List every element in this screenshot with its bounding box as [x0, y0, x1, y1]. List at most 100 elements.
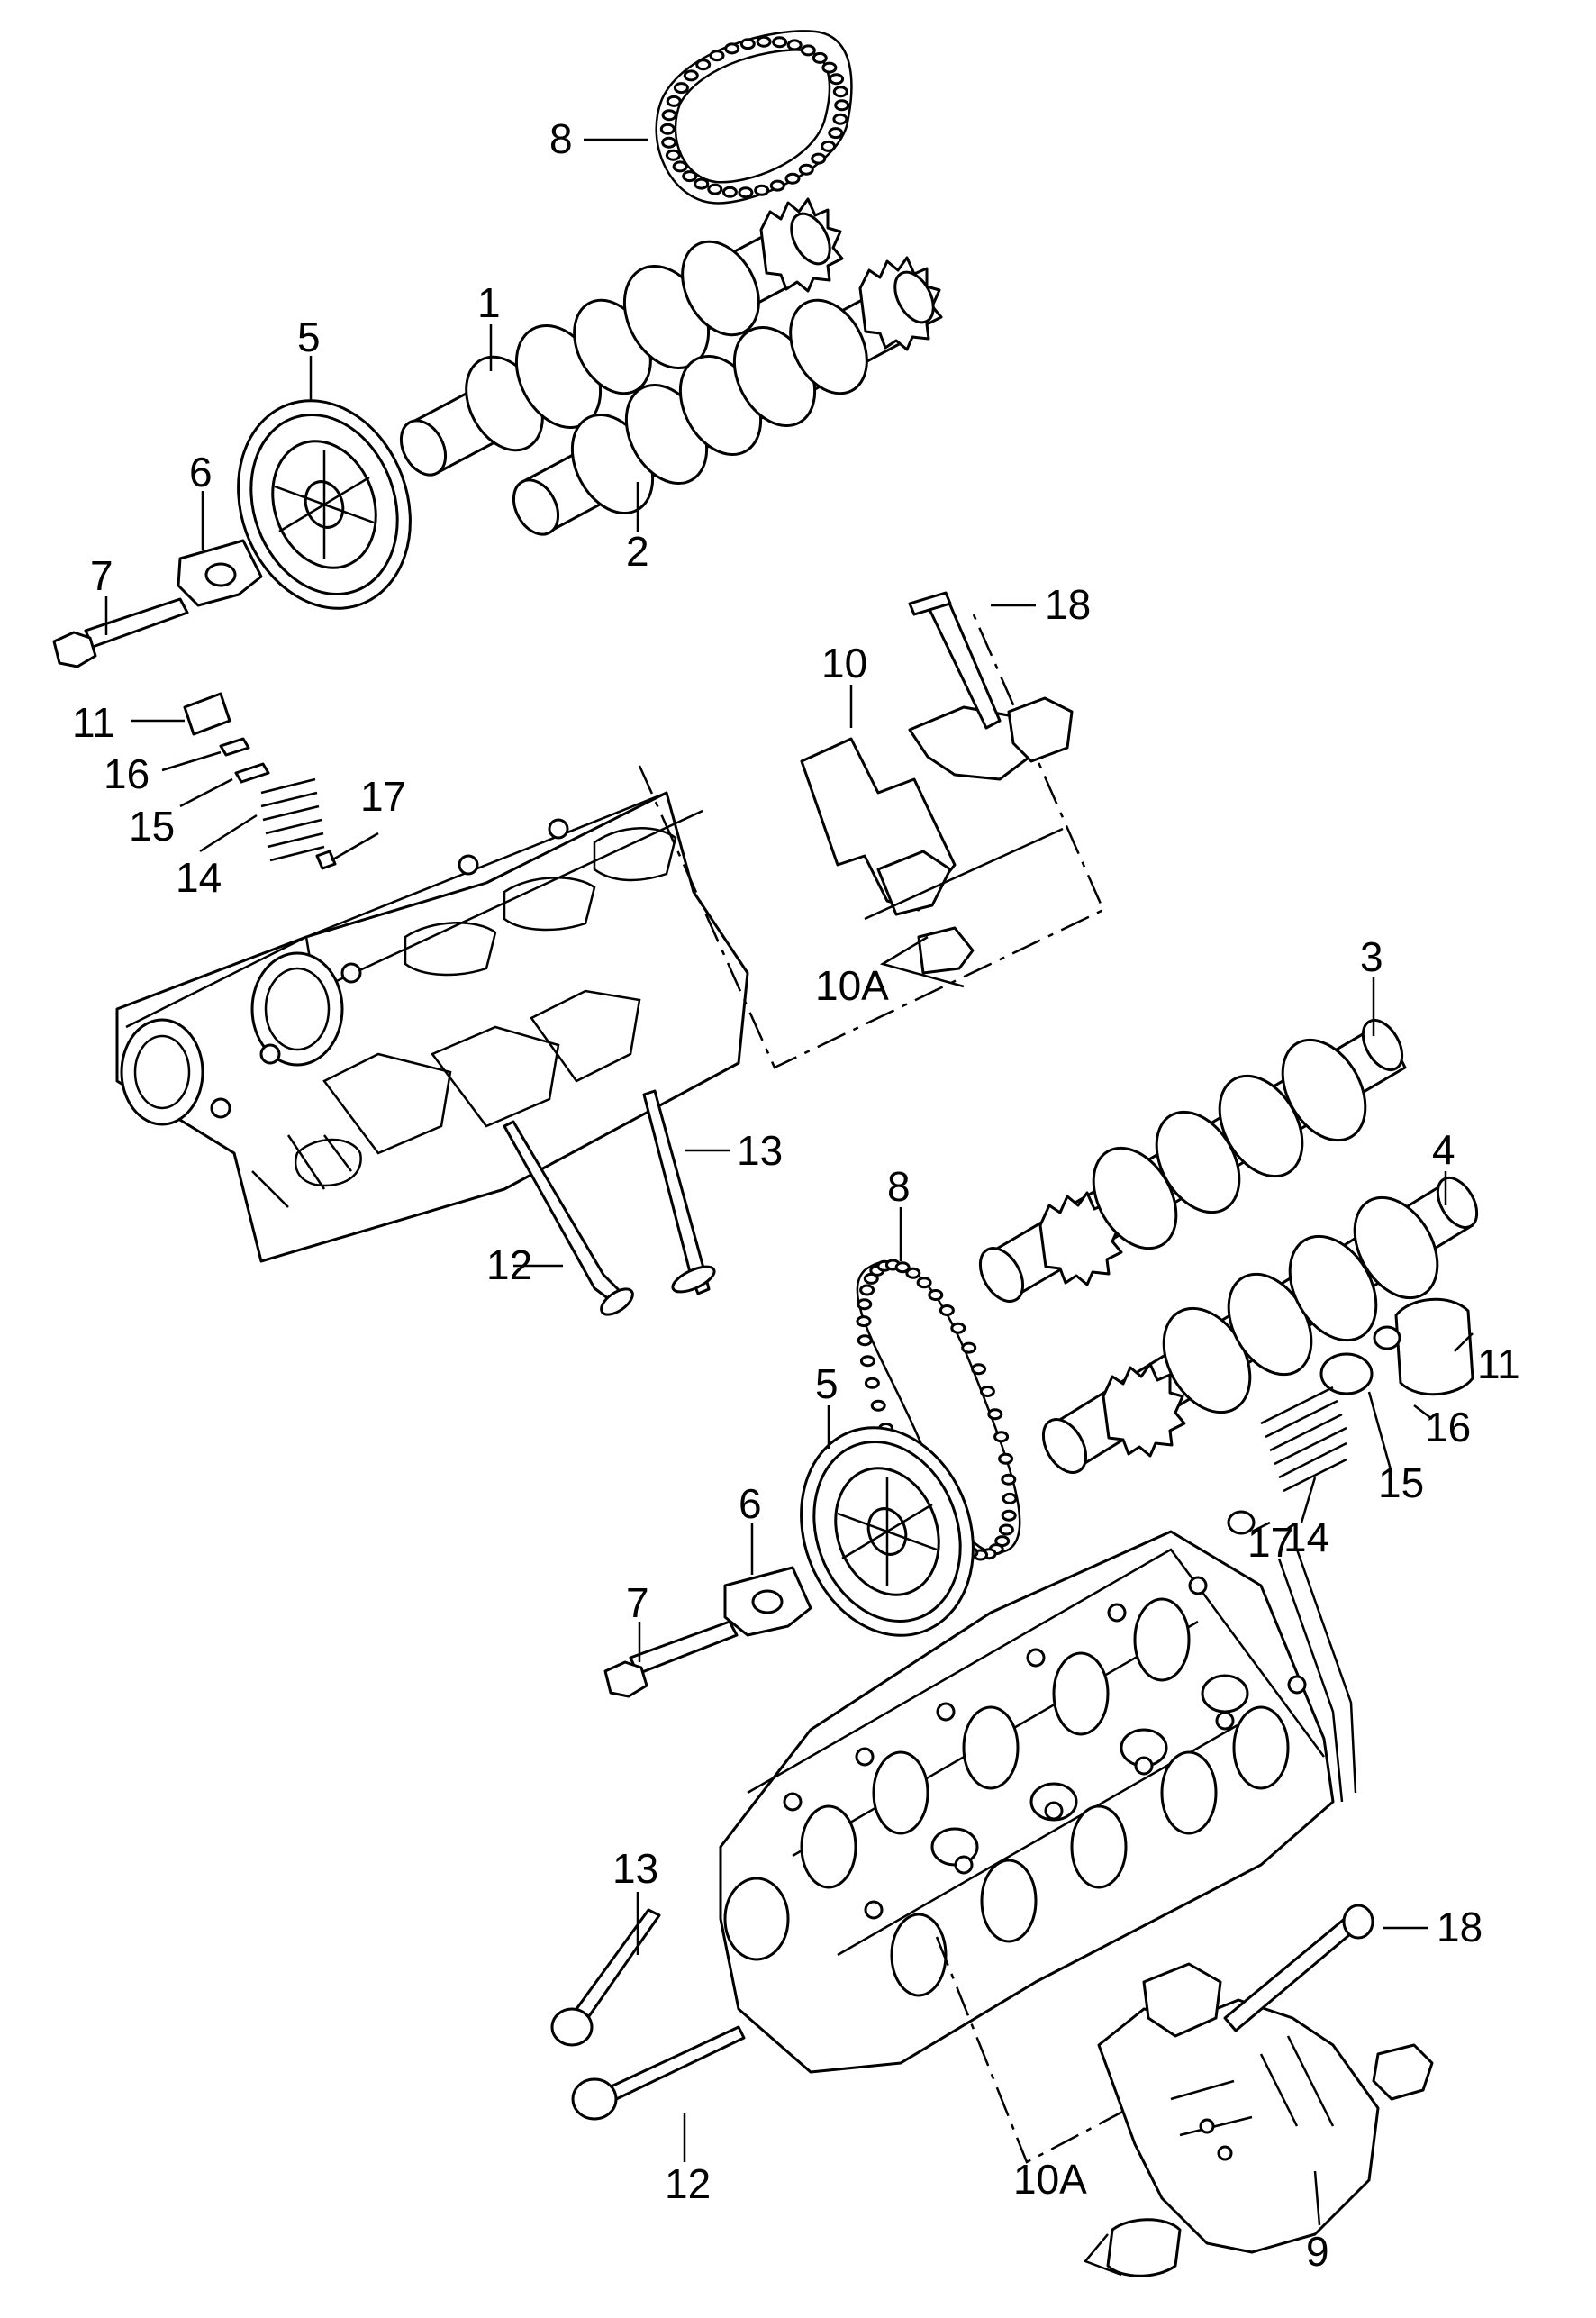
- head-bolt: [936, 1702, 956, 1722]
- chain-link: [709, 50, 725, 62]
- chain-link: [738, 186, 754, 199]
- chain-link: [834, 99, 850, 112]
- chain-link: [665, 149, 681, 161]
- intake-valve-upper: [503, 1120, 634, 1316]
- callout-13-upper: 13: [737, 1127, 783, 1174]
- intake-valve-lower: [571, 2025, 746, 2121]
- camshaft-2: [512, 256, 943, 536]
- callout-13-lower: 13: [612, 1845, 658, 1892]
- chain-link: [695, 59, 712, 71]
- bolt-lower: [603, 1620, 739, 1698]
- chain-link: [987, 1408, 1003, 1421]
- callout-16-upper: 16: [104, 750, 150, 797]
- timing-chain-upper: [655, 30, 853, 205]
- chain-link: [811, 152, 827, 165]
- chain-link: [707, 183, 723, 195]
- chain-link: [673, 82, 689, 95]
- washer-lower: [723, 1566, 812, 1637]
- chain-link: [769, 179, 785, 192]
- callout-18-upper: 18: [1045, 581, 1091, 628]
- head-bolt: [783, 1792, 803, 1812]
- chain-link: [661, 109, 677, 122]
- chain-link: [993, 1431, 1010, 1443]
- chain-link: [812, 51, 828, 64]
- chain-link: [829, 73, 845, 86]
- callout-labels: 1 2 5 6 7 8 18 10 11 16 15 14 17 10A 13 …: [72, 115, 1520, 2275]
- head-bolt: [855, 1747, 875, 1767]
- callout-7-upper: 7: [90, 552, 113, 599]
- washer-upper: [177, 539, 263, 607]
- chain-link: [979, 1386, 995, 1397]
- chain-link: [939, 1304, 955, 1316]
- head-bolt: [1107, 1603, 1127, 1623]
- callout-1: 1: [477, 279, 501, 326]
- head-bolt: [1287, 1675, 1307, 1695]
- chain-link: [1002, 1492, 1018, 1504]
- callout-11-upper: 11: [72, 699, 115, 746]
- callout-16-lower: 16: [1425, 1404, 1471, 1450]
- head-bolt: [954, 1855, 974, 1875]
- callout-6-upper: 6: [189, 449, 213, 495]
- chain-link: [857, 1334, 873, 1347]
- chain-link: [756, 35, 772, 48]
- chain-link: [998, 1452, 1014, 1465]
- callout-12-upper: 12: [486, 1241, 532, 1288]
- chain-link: [821, 140, 837, 152]
- chain-link: [683, 69, 699, 82]
- tensioner-bolt-lower: [1223, 1904, 1374, 2032]
- chain-link: [798, 163, 814, 176]
- chain-link: [1001, 1473, 1017, 1486]
- head-bolt: [1044, 1801, 1064, 1821]
- cylinder-head-lower: [719, 1530, 1357, 2074]
- chain-link: [857, 1298, 873, 1311]
- boundary-line-upper: [638, 612, 1105, 1069]
- callout-4: 4: [1432, 1126, 1455, 1173]
- callout-10: 10: [821, 640, 867, 686]
- callout-5-lower: 5: [815, 1360, 839, 1407]
- callout-10a-upper: 10A: [815, 962, 889, 1009]
- callout-8-upper: 8: [549, 115, 573, 162]
- chain-link: [694, 177, 710, 190]
- chain-link: [928, 1289, 944, 1301]
- valve-spring-stack-lower: [1227, 1297, 1474, 1535]
- chain-link: [859, 1284, 875, 1296]
- camshaft-sprocket-upper: [237, 399, 412, 610]
- chain-link: [1001, 1509, 1017, 1522]
- exhaust-valve-lower: [550, 1908, 661, 2047]
- chain-link: [864, 1377, 880, 1389]
- chain-link: [894, 1261, 911, 1274]
- bolt-upper: [52, 597, 189, 668]
- callout-10a-lower: 10A: [1013, 2156, 1087, 2203]
- chain-link: [821, 61, 838, 74]
- callout-11-lower: 11: [1477, 1341, 1520, 1387]
- chain-link: [672, 160, 688, 173]
- chain-link: [800, 44, 816, 57]
- camshaft-3: [978, 1019, 1407, 1303]
- callout-18-lower: 18: [1437, 1904, 1483, 1950]
- callout-7-lower: 7: [626, 1579, 649, 1626]
- head-bolt: [1215, 1711, 1235, 1731]
- chain-tensioner-lower: [1097, 1962, 1434, 2277]
- chain-link: [784, 172, 801, 185]
- chain-link: [739, 38, 756, 50]
- head-bolt: [1188, 1576, 1208, 1595]
- callout-8-lower: 8: [887, 1163, 911, 1210]
- chain-link: [905, 1267, 921, 1279]
- chain-link: [832, 113, 848, 125]
- head-bolt: [1026, 1648, 1046, 1668]
- chain-link: [682, 170, 698, 183]
- chain-link: [721, 186, 738, 198]
- exhaust-valve-upper: [642, 1089, 716, 1295]
- chain-link: [724, 42, 740, 55]
- callout-3: 3: [1360, 933, 1383, 980]
- leader-lines: [104, 138, 1474, 2277]
- camshaft-sprocket-lower: [800, 1426, 975, 1637]
- callout-17-upper: 17: [360, 773, 406, 820]
- chain-link: [661, 136, 677, 149]
- callout-6-lower: 6: [739, 1480, 762, 1527]
- chain-link: [916, 1277, 932, 1289]
- chain-link: [832, 86, 848, 98]
- chain-link: [870, 1399, 886, 1412]
- chain-link: [754, 184, 770, 196]
